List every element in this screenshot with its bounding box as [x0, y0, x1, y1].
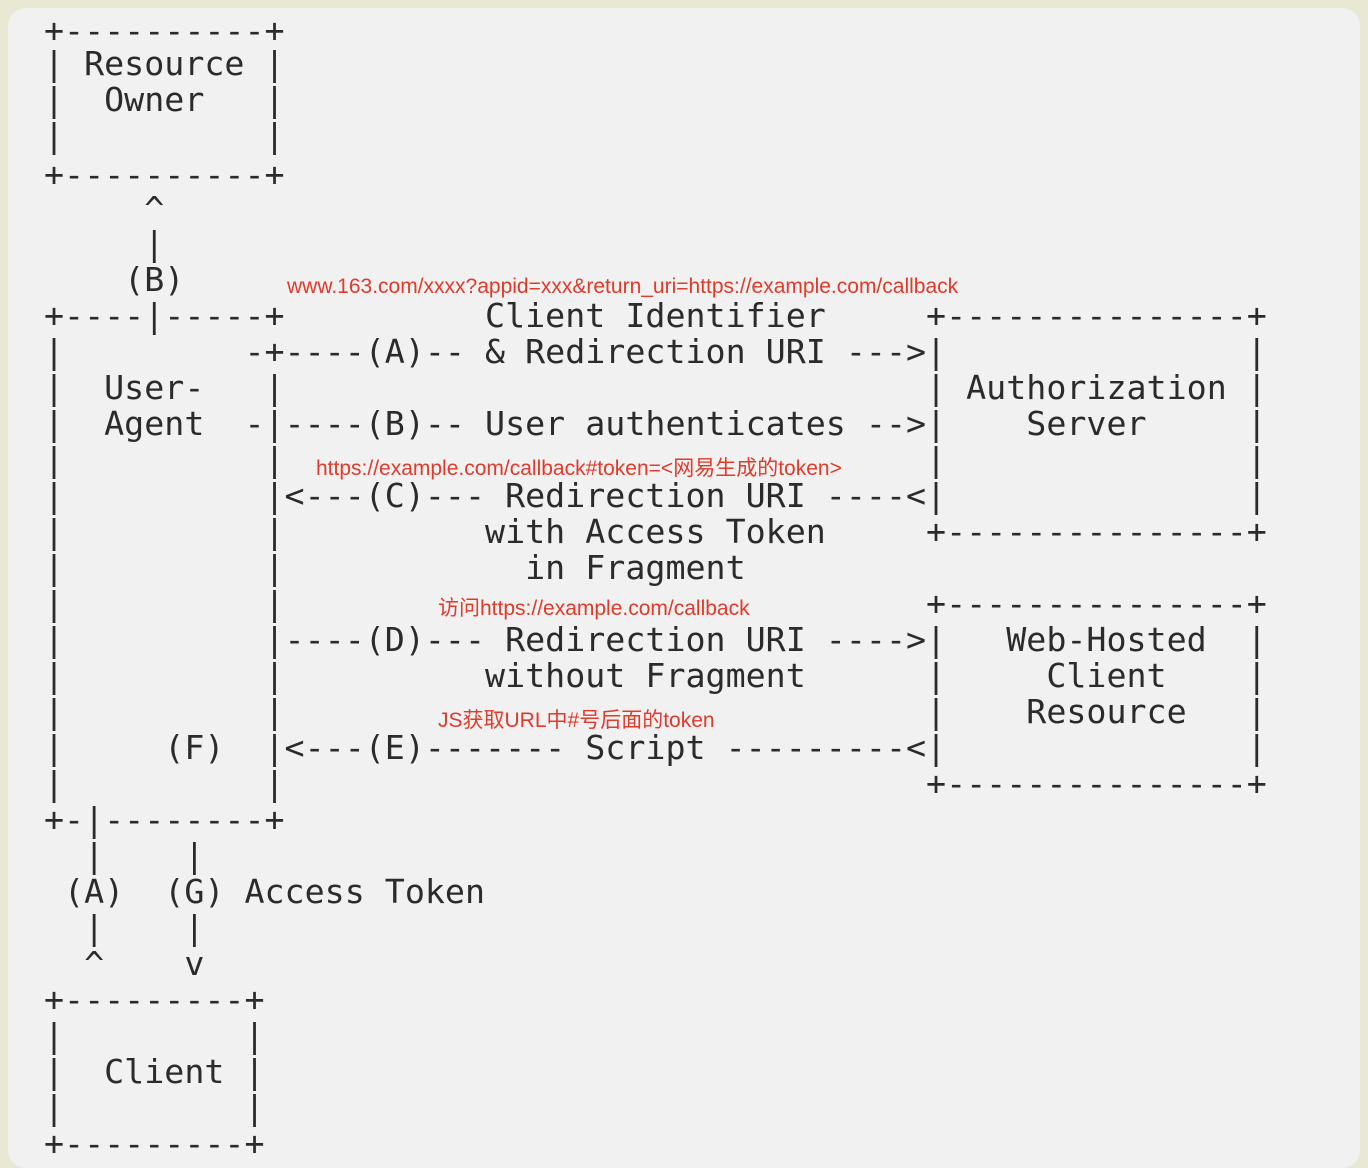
diagram-line: +-|--------+	[44, 800, 285, 839]
diagram-line: +---------+	[44, 980, 265, 1019]
diagram-line: | |	[44, 836, 205, 875]
annotation-js-extract-token: JS获取URL中#号后面的token	[438, 709, 715, 732]
diagram-line: | Agent -|----(B)-- User authenticates -…	[44, 404, 1267, 443]
diagram-line: |	[44, 224, 165, 263]
diagram-line: | | without Fragment | Client |	[44, 656, 1267, 695]
diagram-line: | -+----(A)-- & Redirection URI --->| |	[44, 332, 1267, 371]
diagram-line: ^	[44, 189, 165, 228]
diagram-line: | |	[44, 908, 205, 947]
diagram-line: ^ v	[44, 944, 205, 983]
diagram-line: | Owner |	[44, 80, 285, 119]
annotation-callback-token: https://example.com/callback#token=<网易生成…	[316, 457, 842, 480]
diagram-line: | |----(D)--- Redirection URI ---->| Web…	[44, 620, 1267, 659]
annotation-authorize-url: www.163.com/xxxx?appid=xxx&return_uri=ht…	[287, 275, 959, 298]
diagram-line: | Client |	[44, 1052, 265, 1091]
diagram-line: | User- | | Authorization |	[44, 368, 1267, 407]
diagram-line: +----------+	[44, 155, 285, 194]
diagram-line: (A) (G) Access Token	[44, 872, 486, 911]
diagram-line: | Resource |	[44, 44, 285, 83]
diagram-line: | | | Resource |	[44, 692, 1267, 731]
diagram-panel	[8, 8, 1360, 1168]
diagram-line: +----|-----+ Client Identifier +--------…	[44, 296, 1267, 335]
diagram-line: +----------+	[44, 11, 285, 50]
diagram-line: | | +---------------+	[44, 764, 1267, 803]
diagram-line: +---------+	[44, 1124, 265, 1163]
diagram-line: | | in Fragment	[44, 548, 746, 587]
annotation-visit-callback: 访问https://example.com/callback	[438, 597, 750, 620]
diagram-line: | (F) |<---(E)------- Script ---------<|…	[44, 728, 1267, 767]
diagram-line: | |	[44, 1088, 265, 1127]
diagram-line: | |<---(C)--- Redirection URI ----<| |	[44, 476, 1267, 515]
diagram-line: | | with Access Token +---------------+	[44, 512, 1267, 551]
diagram-line: | | +---------------+	[44, 584, 1267, 623]
diagram-line: | |	[44, 1016, 265, 1055]
diagram-line: (B)	[44, 260, 185, 299]
diagram-line: | | | |	[44, 440, 1267, 479]
diagram-line: | |	[44, 116, 285, 155]
